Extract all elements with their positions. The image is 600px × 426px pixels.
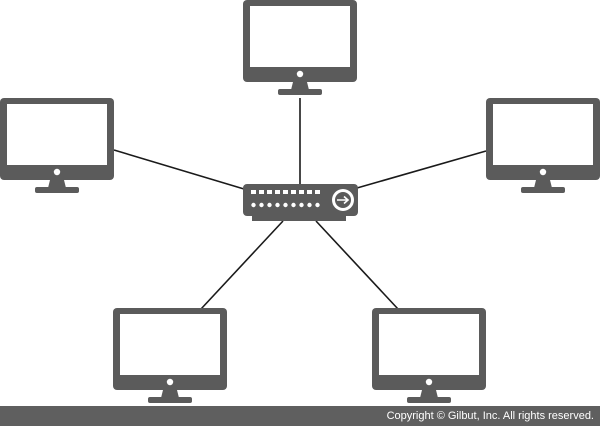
monitor-left-icon bbox=[0, 98, 114, 193]
switch-port-bottom bbox=[315, 202, 320, 208]
link-bottom-left bbox=[200, 220, 284, 310]
link-left bbox=[113, 149, 245, 190]
switch-port-top bbox=[259, 190, 264, 194]
switch-port-bottom bbox=[259, 202, 264, 208]
copyright-text: Copyright © Gilbut, Inc. All rights rese… bbox=[386, 410, 594, 422]
switch-port-top bbox=[307, 190, 312, 194]
switch-port-top bbox=[283, 190, 288, 194]
link-right bbox=[356, 150, 487, 189]
switch-port-bottom bbox=[251, 202, 256, 208]
monitor-bottom-right-icon bbox=[372, 308, 486, 403]
switch-port-bottom bbox=[283, 202, 288, 208]
switch-port-top bbox=[267, 190, 272, 194]
link-bottom-right bbox=[315, 220, 399, 310]
switch-port-bottom bbox=[267, 202, 272, 208]
switch-port-top bbox=[251, 190, 256, 194]
switch-port-bottom bbox=[275, 202, 280, 208]
connection-lines bbox=[113, 98, 487, 310]
switch-port-top bbox=[291, 190, 296, 194]
monitor-right-icon bbox=[486, 98, 600, 193]
monitor-top-icon bbox=[243, 0, 357, 95]
switch-port-top bbox=[315, 190, 320, 194]
switch-port-bottom bbox=[307, 202, 312, 208]
monitor-bottom-left-icon bbox=[113, 308, 227, 403]
footer-bar: Copyright © Gilbut, Inc. All rights rese… bbox=[0, 406, 600, 426]
network-switch-icon bbox=[243, 184, 358, 221]
switch-port-bottom bbox=[299, 202, 304, 208]
switch-port-bottom bbox=[291, 202, 296, 208]
switch-port-top bbox=[275, 190, 280, 194]
switch-port-top bbox=[299, 190, 304, 194]
